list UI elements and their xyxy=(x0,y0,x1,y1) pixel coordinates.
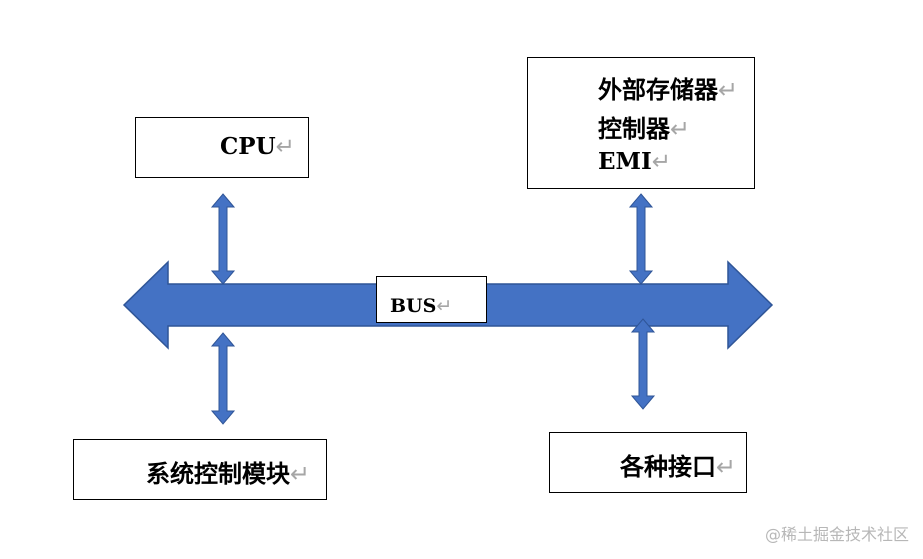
interfaces-label: 各种接口↵ xyxy=(620,452,737,481)
emi-bus-connector xyxy=(628,193,654,285)
system-control-bus-connector xyxy=(210,332,236,425)
system-control-label: 系统控制模块↵ xyxy=(146,459,311,488)
cpu-bus-connector xyxy=(210,193,236,285)
cpu-box: CPU↵ xyxy=(135,117,309,178)
emi-box: 外部存储器↵ 控制器↵ EMI↵ xyxy=(527,57,755,189)
system-control-box: 系统控制模块↵ xyxy=(73,439,327,500)
cpu-label: CPU↵ xyxy=(220,133,295,160)
watermark: @稀土掘金技术社区 xyxy=(764,525,909,544)
emi-label-line-3: EMI↵ xyxy=(598,148,672,175)
emi-label-line-1: 外部存储器↵ xyxy=(598,75,739,104)
bus-label-box: BUS↵ xyxy=(376,276,487,323)
emi-label-line-2: 控制器↵ xyxy=(598,114,691,143)
interfaces-bus-connector xyxy=(630,318,656,410)
interfaces-box: 各种接口↵ xyxy=(549,432,747,493)
bus-label: BUS↵ xyxy=(390,295,453,317)
